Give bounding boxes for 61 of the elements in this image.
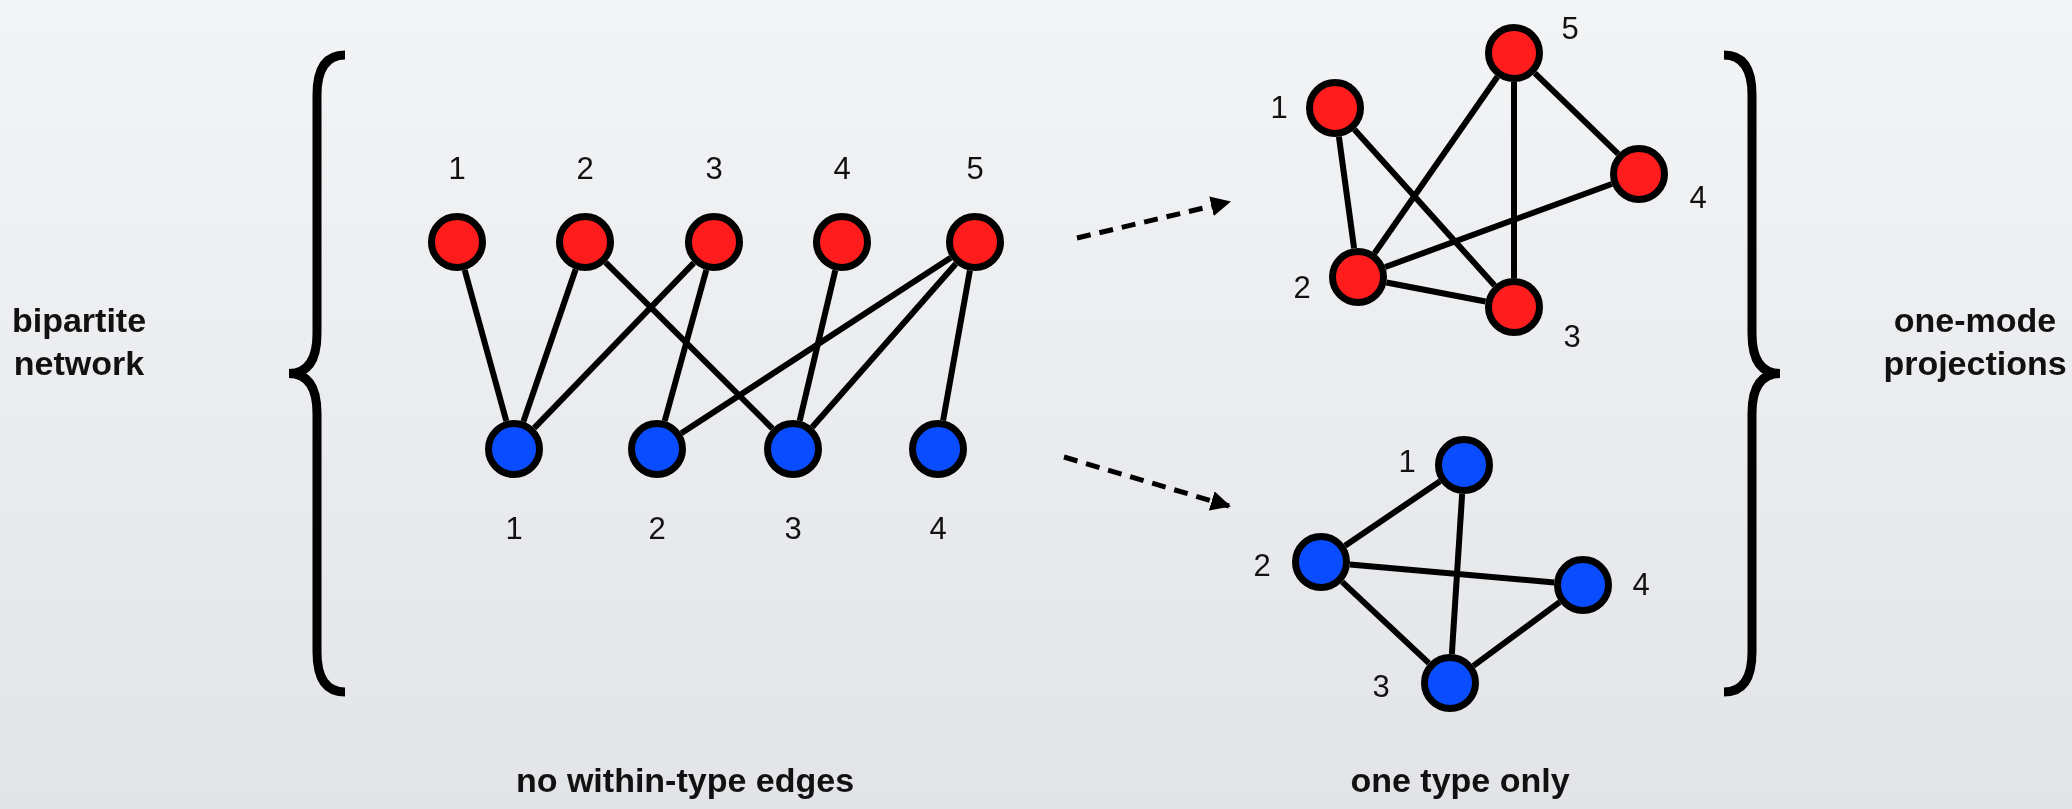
node-number: 3 bbox=[705, 151, 723, 187]
network-edge bbox=[532, 260, 696, 431]
network-node bbox=[1554, 556, 1612, 614]
node-number: 3 bbox=[784, 511, 802, 547]
network-edge bbox=[1335, 136, 1358, 249]
network-edge bbox=[1385, 279, 1487, 305]
network-node bbox=[1292, 533, 1350, 591]
node-number: 4 bbox=[1632, 567, 1650, 603]
network-node bbox=[909, 420, 967, 478]
network-edge bbox=[1343, 478, 1442, 549]
node-number: 5 bbox=[966, 151, 984, 187]
network-edge bbox=[1352, 127, 1497, 288]
network-edge bbox=[679, 255, 953, 436]
caption-text: one type only bbox=[1349, 759, 1571, 801]
network-edge bbox=[940, 270, 973, 421]
network-node bbox=[1485, 278, 1543, 336]
network-node bbox=[1485, 24, 1543, 82]
node-number: 4 bbox=[833, 151, 851, 187]
network-node bbox=[1610, 145, 1668, 203]
network-edge bbox=[1448, 493, 1466, 655]
network-node bbox=[428, 213, 486, 271]
node-number: 2 bbox=[1293, 270, 1311, 306]
node-number: 1 bbox=[448, 151, 466, 187]
network-edge bbox=[1471, 599, 1562, 669]
network-edge bbox=[603, 260, 775, 431]
caption-text: bipartite network bbox=[10, 299, 148, 383]
node-number: 2 bbox=[576, 151, 594, 187]
network-node bbox=[556, 213, 614, 271]
network-edge bbox=[461, 269, 510, 422]
network-edge bbox=[809, 261, 959, 430]
network-node bbox=[764, 420, 822, 478]
network-node bbox=[946, 213, 1004, 271]
network-node bbox=[1329, 248, 1387, 306]
network-edge bbox=[796, 269, 839, 422]
network-edge bbox=[1384, 181, 1613, 270]
network-node bbox=[813, 213, 871, 271]
node-number: 2 bbox=[648, 511, 666, 547]
network-node bbox=[1421, 654, 1479, 712]
network-edge bbox=[1511, 82, 1517, 278]
node-number: 3 bbox=[1563, 319, 1581, 355]
node-number: 3 bbox=[1372, 669, 1390, 705]
network-node bbox=[1306, 79, 1364, 137]
network-edge bbox=[1372, 75, 1500, 255]
network-node bbox=[485, 420, 543, 478]
network-edge bbox=[1340, 579, 1431, 666]
node-number: 4 bbox=[1689, 180, 1707, 216]
node-number: 1 bbox=[1398, 444, 1416, 480]
network-edge bbox=[661, 269, 710, 422]
network-edge bbox=[520, 268, 579, 423]
network-edge bbox=[1349, 561, 1555, 586]
caption-text: one-mode projections bbox=[1882, 299, 2068, 384]
network-node bbox=[628, 420, 686, 478]
network-node bbox=[685, 213, 743, 271]
network-edge bbox=[1532, 71, 1621, 156]
caption-text: no within-type edges bbox=[514, 759, 856, 801]
network-node bbox=[1435, 436, 1493, 494]
node-number: 2 bbox=[1253, 548, 1271, 584]
node-number: 5 bbox=[1561, 11, 1579, 47]
node-number: 1 bbox=[1270, 90, 1288, 126]
node-number: 1 bbox=[505, 511, 523, 547]
node-number: 4 bbox=[929, 511, 947, 547]
